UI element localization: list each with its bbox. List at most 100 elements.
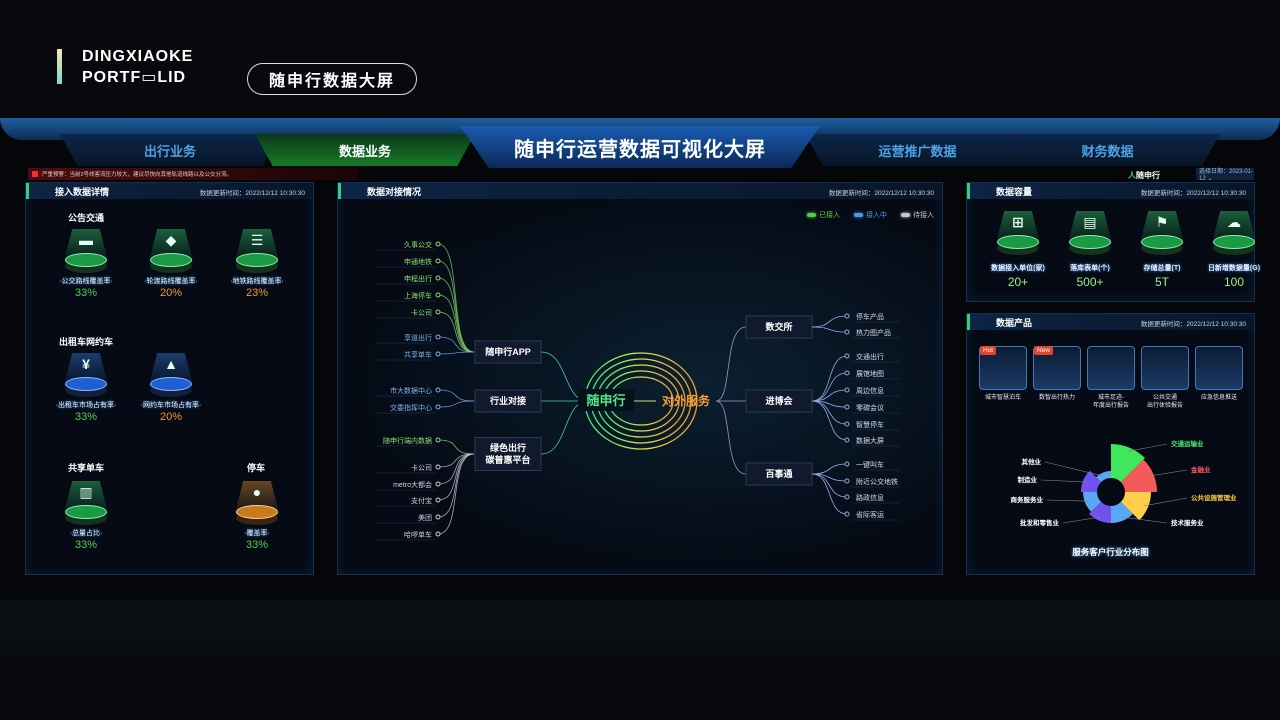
update-time: 数据更新时间：2022/12/12 10:30:30 (199, 190, 305, 197)
leaf-label[interactable]: 周边信息 (856, 386, 884, 395)
connector-line (811, 473, 848, 515)
capacity-value: 100 (1223, 275, 1245, 289)
date-picker[interactable]: 选择日期：2023-01-12 ⌄ (1196, 168, 1254, 182)
hub-node[interactable]: 进博会 (745, 389, 813, 413)
leaf-label[interactable]: 美团 (418, 513, 432, 522)
chart-title: 服务客户行业分布图 (1072, 547, 1149, 557)
product-thumbnail[interactable] (1087, 346, 1135, 390)
capacity-value: 5T (1154, 275, 1169, 289)
leaf-label[interactable]: metro大都会 (393, 480, 432, 489)
legend: 已接入接入中待接入 (807, 210, 934, 220)
product-thumbnail[interactable]: New (1033, 346, 1081, 390)
connector-line (437, 453, 475, 468)
location-pin-icon: ● (252, 484, 262, 500)
hub-node[interactable]: 行业对接 (474, 389, 542, 413)
product-label: 城市足迹- 年度出行报告 (1092, 395, 1129, 409)
leaf-label[interactable]: 数据大屏 (856, 436, 884, 445)
tab-data[interactable]: 数据业务 (255, 134, 475, 166)
capacity-item: ⚑存储总量(T)5T (1127, 205, 1197, 295)
leaf-label[interactable]: 随申行端内数据 (383, 436, 432, 445)
label-leader (1127, 443, 1168, 452)
product-thumbnail[interactable] (1195, 346, 1243, 390)
node-dot (844, 421, 850, 427)
product-label: 公共交通 出行体验报告 (1146, 395, 1183, 409)
leaf-label[interactable]: 享道出行 (404, 333, 432, 342)
leaf-label[interactable]: 支付宝 (411, 496, 432, 505)
product-thumbnail[interactable] (1141, 346, 1189, 390)
leaf-label[interactable]: 交通出行 (856, 352, 884, 361)
metric-label: ·地铁路线覆盖率· (230, 278, 284, 285)
metric-value: 33% (74, 411, 98, 423)
leaf-label[interactable]: 路政信息 (856, 493, 884, 502)
leaf-label[interactable]: 哈啰单车 (404, 530, 432, 539)
capacity-label: 日新增数据量(G) (1207, 265, 1261, 272)
product-thumbnail[interactable]: Hot (979, 346, 1027, 390)
connector-line (811, 315, 848, 328)
leaf-label[interactable]: 停车产品 (856, 312, 884, 321)
product-card[interactable]: 公共交通 出行体验报告 (1141, 346, 1189, 410)
core-node[interactable]: 随申行 (586, 393, 625, 408)
node-dot (844, 313, 850, 319)
leaf-label[interactable]: 上海停车 (404, 291, 432, 300)
tab-promotion[interactable]: 运营推广数据 (805, 134, 1030, 166)
node-label: 随申行APP (485, 346, 531, 357)
rose-sector[interactable] (1111, 444, 1145, 483)
hub-node[interactable]: 随申行APP (474, 340, 542, 364)
metric-value: 33% (74, 539, 98, 551)
tab-travel[interactable]: 出行业务 (60, 134, 280, 166)
hub-node[interactable]: 数交所 (745, 315, 813, 339)
rose-sector[interactable] (1083, 492, 1102, 512)
metric-1: ◆·轮渡路线覆盖率·20% (136, 223, 206, 313)
update-time: 数据更新时间：2022/12/12 10:30:30 (1140, 190, 1246, 197)
leaf-label[interactable]: 热力图产品 (856, 328, 891, 337)
leaf-label[interactable]: 共享单车 (404, 350, 432, 359)
metric-3: ¥·出租车市场占有率·33% (51, 347, 121, 437)
connector-line (437, 453, 475, 518)
node-dot (435, 258, 441, 264)
section-title: 公告交通 (68, 213, 105, 223)
leaf-label[interactable]: 久事公交 (404, 240, 432, 249)
product-badge: New (1034, 346, 1054, 355)
product-card[interactable]: 应急信息推送 (1195, 346, 1243, 402)
leaf-label[interactable]: 附近公交地铁 (856, 477, 898, 486)
product-badge: Hot (980, 346, 997, 355)
core-bg (578, 389, 634, 411)
metric-label: ·轮渡路线覆盖率· (144, 278, 198, 285)
leaf-label[interactable]: 智慧停车 (856, 420, 884, 429)
metric-2: ☰·地铁路线覆盖率·23% (222, 223, 292, 313)
brand-accent (57, 49, 62, 84)
leaf-label[interactable]: 卡公司 (411, 463, 432, 472)
leaf-label[interactable]: 市大数据中心 (390, 386, 432, 395)
leaf-label[interactable]: 申程出行 (404, 274, 432, 283)
hub-node[interactable]: 百事通 (745, 462, 813, 486)
leaf-label[interactable]: 交委指挥中心 (390, 403, 432, 412)
leaf-label[interactable]: 卡公司 (411, 308, 432, 317)
rose-sector[interactable] (1120, 459, 1157, 492)
connector-line (437, 439, 475, 455)
node-dot (435, 241, 441, 247)
capacity-value: 500+ (1076, 275, 1104, 289)
leaf-label[interactable]: 展馆地图 (856, 369, 884, 378)
node-dot (435, 514, 441, 520)
rose-sector[interactable] (1081, 470, 1102, 492)
leaf-label[interactable]: 申通地铁 (404, 257, 432, 266)
node-dot (435, 531, 441, 537)
leaf-label[interactable]: 省际客运 (856, 510, 884, 519)
service-node[interactable]: 对外服务 (662, 393, 711, 408)
rose-sector[interactable] (1096, 471, 1111, 483)
leaf-label[interactable]: 零碳会议 (856, 403, 884, 412)
tab-finance[interactable]: 财务数据 (995, 134, 1220, 166)
label-leader (1149, 469, 1188, 477)
leaf-label[interactable]: 一键叫车 (856, 460, 884, 469)
capacity-label: 数据接入单位(家) (991, 265, 1045, 272)
access-detail-panel: 接入数据详情数据更新时间：2022/12/12 10:30:30 公告交通 出租… (25, 182, 314, 575)
capacity-label: 存储总量(T) (1143, 265, 1181, 272)
connector-line (715, 400, 747, 475)
connector-line (811, 463, 848, 475)
metric-value: 33% (74, 287, 98, 299)
product-card[interactable]: 城市足迹- 年度出行报告 (1087, 346, 1135, 410)
rose-sector[interactable] (1120, 492, 1151, 521)
